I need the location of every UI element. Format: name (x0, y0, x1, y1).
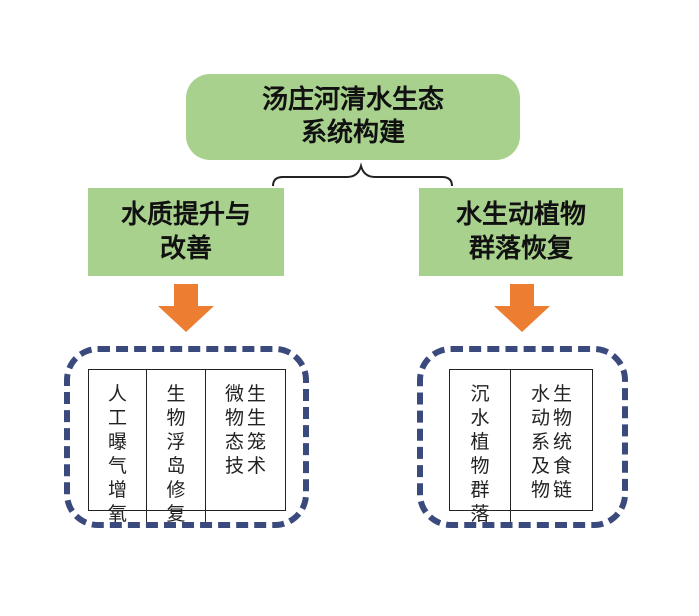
text-char: 动 (530, 407, 550, 429)
left-dashed-group (64, 346, 309, 528)
right-branch-line-2: 群落恢复 (468, 234, 573, 264)
text-char: 气 (107, 455, 127, 477)
measure-cell: 人工曝气增氧 (89, 370, 146, 525)
text-char: 岛 (166, 455, 186, 477)
vertical-text: 沉水植物群落 (470, 382, 490, 526)
measure-cell: 沉水植物群落 (450, 370, 510, 525)
text-char: 水 (470, 407, 490, 429)
text-char: 复 (166, 503, 186, 525)
left-branch-node: 水质提升与 改善 (88, 188, 284, 276)
right-down-arrow (494, 284, 550, 332)
text-char: 水 (530, 383, 550, 405)
text-char: 生 (246, 407, 266, 429)
text-char: 系 (530, 431, 550, 453)
vertical-text: 水动系及物 (531, 382, 551, 502)
vertical-text: 生物统食链 (553, 382, 573, 502)
vertical-text: 生物浮岛修复 (166, 382, 186, 526)
measure-cell: 水动系及物 生物统食链 (510, 370, 592, 522)
text-char: 植 (470, 431, 490, 453)
text-char: 沉 (470, 383, 490, 405)
text-char: 浮 (166, 431, 186, 453)
text-char: 氧 (107, 503, 127, 525)
left-branch-line-1: 水质提升与 (120, 200, 251, 230)
text-char: 生 (552, 383, 572, 405)
text-char: 食 (552, 455, 572, 477)
text-char: 工 (107, 407, 127, 429)
text-char: 增 (107, 479, 127, 501)
text-char: 曝 (107, 431, 127, 453)
root-line-2: 系统构建 (300, 118, 405, 148)
text-char: 微 (224, 383, 244, 405)
text-char: 生 (246, 383, 266, 405)
right-branch-node: 水生动植物 群落恢复 (419, 188, 623, 276)
left-measures-table: 人工曝气增氧 生物浮岛修复 微物态技 生生笼术 (88, 369, 286, 525)
left-branch-line-2: 改善 (159, 234, 212, 264)
text-char: 修 (166, 479, 186, 501)
right-measures-table: 沉水植物群落 水动系及物 生物统食链 (449, 369, 593, 525)
text-char: 生 (166, 383, 186, 405)
root-node: 汤庄河清水生态 系统构建 (186, 74, 520, 160)
left-down-arrow (158, 284, 214, 332)
text-char: 统 (552, 431, 572, 453)
text-char: 笼 (246, 431, 266, 453)
text-char: 物 (166, 407, 186, 429)
right-dashed-group (417, 346, 628, 528)
root-line-1: 汤庄河清水生态 (261, 85, 444, 115)
text-char: 链 (552, 479, 572, 501)
vertical-text: 微物态技 (225, 382, 245, 478)
text-char: 物 (530, 479, 550, 501)
text-char: 人 (107, 383, 127, 405)
text-char: 物 (552, 407, 572, 429)
text-char: 物 (224, 407, 244, 429)
text-char: 技 (224, 455, 244, 477)
text-char: 落 (470, 503, 490, 525)
text-char: 群 (470, 479, 490, 501)
text-char: 术 (246, 455, 266, 477)
right-branch-line-1: 水生动植物 (455, 200, 586, 230)
text-char: 及 (530, 455, 550, 477)
vertical-text: 生生笼术 (247, 382, 267, 478)
text-char: 物 (470, 455, 490, 477)
text-char: 态 (224, 431, 244, 453)
vertical-text: 人工曝气增氧 (108, 382, 128, 526)
measure-cell: 生物浮岛修复 (146, 370, 205, 525)
measure-cell: 微物态技 生生笼术 (205, 370, 285, 522)
